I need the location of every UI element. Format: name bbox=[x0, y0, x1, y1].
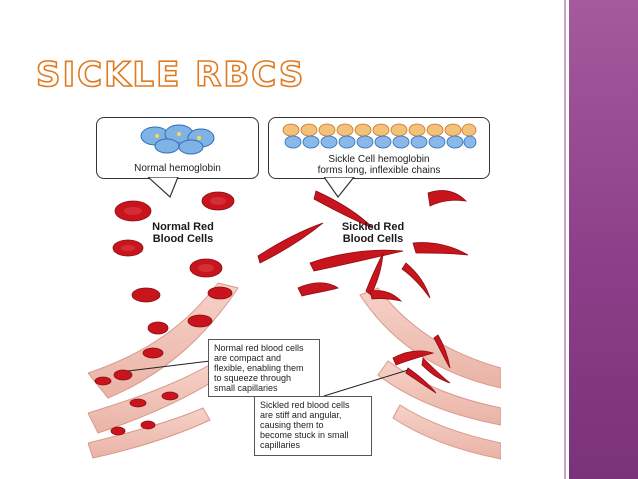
sickled-rbc-note-line: causing them to bbox=[260, 420, 324, 430]
sickle-hemoglobin-chain-icon bbox=[282, 123, 477, 149]
sickled-rbc bbox=[392, 350, 435, 366]
normal-rbc-label: Normal Red Blood Cells bbox=[128, 221, 238, 245]
sickle-hemoglobin-callout: Sickle Cell hemoglobin forms long, infle… bbox=[268, 117, 490, 179]
normal-hemoglobin-callout: Normal hemoglobin bbox=[96, 117, 259, 179]
sickled-rbc-note-line: capillaries bbox=[260, 440, 301, 450]
sickle-callout-pointer bbox=[324, 177, 355, 199]
sickled-red-blood-cells bbox=[257, 190, 469, 394]
left-vessel bbox=[88, 282, 239, 399]
normal-rbc bbox=[113, 369, 133, 381]
sickled-rbc bbox=[369, 290, 403, 302]
sickled-rbc-label-line1: Sickled Red bbox=[341, 221, 405, 233]
sickled-rbc bbox=[309, 249, 404, 272]
normal-rbc bbox=[131, 287, 161, 303]
sickled-rbc-note-line: Sickled red blood cells bbox=[260, 400, 350, 410]
sickled-rbc bbox=[297, 282, 339, 297]
sickle-cell-illustration: Normal hemoglobin Sickle Cell bbox=[88, 113, 501, 470]
normal-rbc bbox=[207, 286, 233, 300]
normal-rbc-note-line: are compact and bbox=[214, 353, 282, 363]
normal-callout-pointer bbox=[148, 177, 179, 199]
normal-rbc bbox=[187, 314, 213, 328]
sickled-rbc bbox=[421, 357, 451, 384]
sickled-rbc-note-line: are stiff and angular, bbox=[260, 410, 342, 420]
normal-rbc bbox=[140, 420, 156, 430]
normal-rbc-label-line1: Normal Red bbox=[152, 221, 214, 233]
normal-rbc-note: Normal red blood cells are compact and f… bbox=[208, 339, 320, 397]
left-vessel-bottom bbox=[88, 407, 211, 459]
sickle-hemoglobin-caption-line1: Sickle Cell hemoglobin bbox=[328, 154, 430, 165]
normal-rbc bbox=[94, 376, 112, 386]
sickled-rbc bbox=[405, 367, 437, 394]
note-pointer-lines bbox=[127, 360, 409, 397]
normal-rbc-note-line: flexible, enabling them bbox=[214, 363, 304, 373]
sickled-rbc bbox=[427, 190, 468, 207]
sickled-rbc bbox=[313, 190, 374, 229]
sickled-rbc bbox=[401, 262, 431, 299]
sickled-rbc-note-line: become stuck in small bbox=[260, 430, 349, 440]
normal-rbc bbox=[129, 398, 147, 408]
sickled-rbc bbox=[433, 334, 451, 369]
sidebar-divider bbox=[564, 0, 566, 479]
normal-red-blood-cells bbox=[94, 191, 235, 436]
normal-rbc bbox=[147, 321, 169, 335]
normal-rbc-note-line: small capillaries bbox=[214, 383, 278, 393]
sickled-rbc-note: Sickled red blood cells are stiff and an… bbox=[254, 396, 372, 456]
normal-hemoglobin-caption: Normal hemoglobin bbox=[134, 163, 221, 174]
right-vessel-lower bbox=[377, 360, 501, 426]
sickle-hemoglobin-caption-line2: forms long, inflexible chains bbox=[317, 165, 441, 176]
capillary-vessels bbox=[88, 282, 501, 460]
normal-rbc bbox=[110, 426, 126, 436]
normal-rbc-note-line: Normal red blood cells bbox=[214, 343, 304, 353]
sickled-rbc-label: Sickled Red Blood Cells bbox=[318, 221, 428, 245]
sickled-rbc bbox=[257, 222, 324, 264]
normal-rbc bbox=[161, 391, 179, 401]
slide-title: SICKLE RBCS bbox=[35, 55, 306, 95]
sickled-rbc bbox=[412, 242, 469, 256]
sidebar-accent-bar bbox=[569, 0, 638, 479]
right-vessel bbox=[359, 287, 501, 389]
normal-rbc-note-line: to squeeze through bbox=[214, 373, 292, 383]
normal-hemoglobin-icon bbox=[140, 124, 215, 155]
normal-rbc bbox=[142, 347, 164, 359]
sickled-rbc-label-line2: Blood Cells bbox=[342, 233, 404, 245]
normal-rbc-label-line2: Blood Cells bbox=[152, 233, 214, 245]
right-vessel-bottom bbox=[392, 404, 501, 460]
sickled-rbc bbox=[365, 252, 384, 296]
